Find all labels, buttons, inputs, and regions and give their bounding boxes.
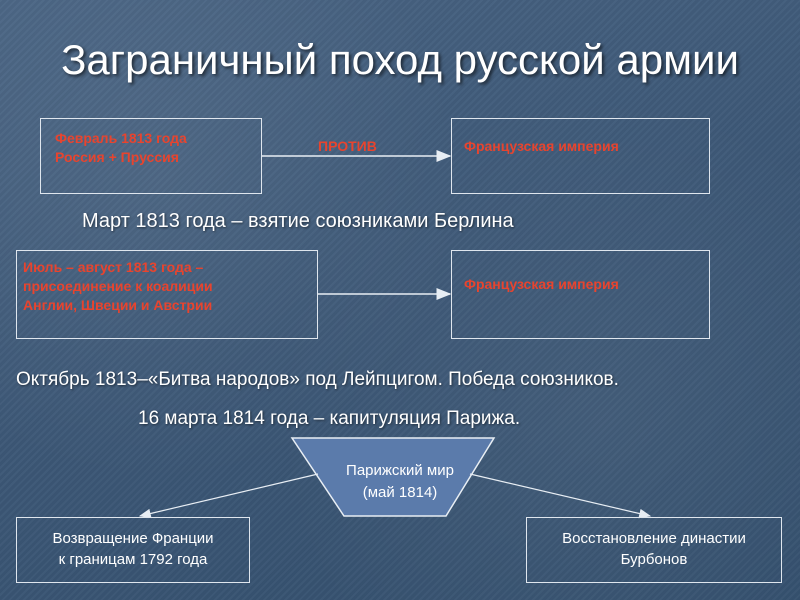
box-bourbon-restoration: Восстановление династии Бурбонов xyxy=(526,517,782,583)
box-french-empire-2: Французская империя xyxy=(451,250,710,339)
box-february-line1: Февраль 1813 года xyxy=(55,130,187,146)
event-march-1813: Март 1813 года – взятие союзниками Берли… xyxy=(82,210,514,232)
paris-peace-label: Парижский мир (май 1814) xyxy=(300,460,500,504)
box-return-borders: Возвращение Франции к границам 1792 года xyxy=(16,517,250,583)
arrow-to-right-box xyxy=(469,473,652,519)
box-return-line1: Возвращение Франции xyxy=(52,530,214,547)
box-july-august-1813: Июль – август 1813 года – присоединение … xyxy=(16,250,318,339)
box-french-empire-1: Французская империя xyxy=(451,118,710,194)
box-french-empire-1-text: Французская империя xyxy=(464,138,619,154)
arrow-to-left-box xyxy=(138,473,319,519)
paris-peace-trapezoid xyxy=(290,437,496,517)
slide-title: Заграничный поход русской армии xyxy=(61,36,739,83)
event-october-1813: Октябрь 1813–«Битва народов» под Лейпциг… xyxy=(16,369,619,390)
box-return-line2: к границам 1792 года xyxy=(58,551,208,568)
box-french-empire-2-text: Французская империя xyxy=(464,276,619,292)
paris-peace-line2: (май 1814) xyxy=(362,484,438,501)
box-july-line1: Июль – август 1813 года – xyxy=(23,259,204,275)
box-february-line2: Россия + Пруссия xyxy=(55,149,179,165)
box-july-line2: присоединение к коалиции xyxy=(23,278,213,294)
paris-peace-line1: Парижский мир xyxy=(346,462,454,479)
box-bourbon-line1: Восстановление династии xyxy=(562,530,746,547)
event-march-1814: 16 марта 1814 года – капитуляция Парижа. xyxy=(138,408,521,429)
box-february-1813: Февраль 1813 года Россия + Пруссия xyxy=(40,118,262,194)
against-label: ПРОТИВ xyxy=(318,138,377,154)
box-bourbon-line2: Бурбонов xyxy=(620,551,688,568)
box-july-line3: Англии, Швеции и Австрии xyxy=(23,297,213,313)
